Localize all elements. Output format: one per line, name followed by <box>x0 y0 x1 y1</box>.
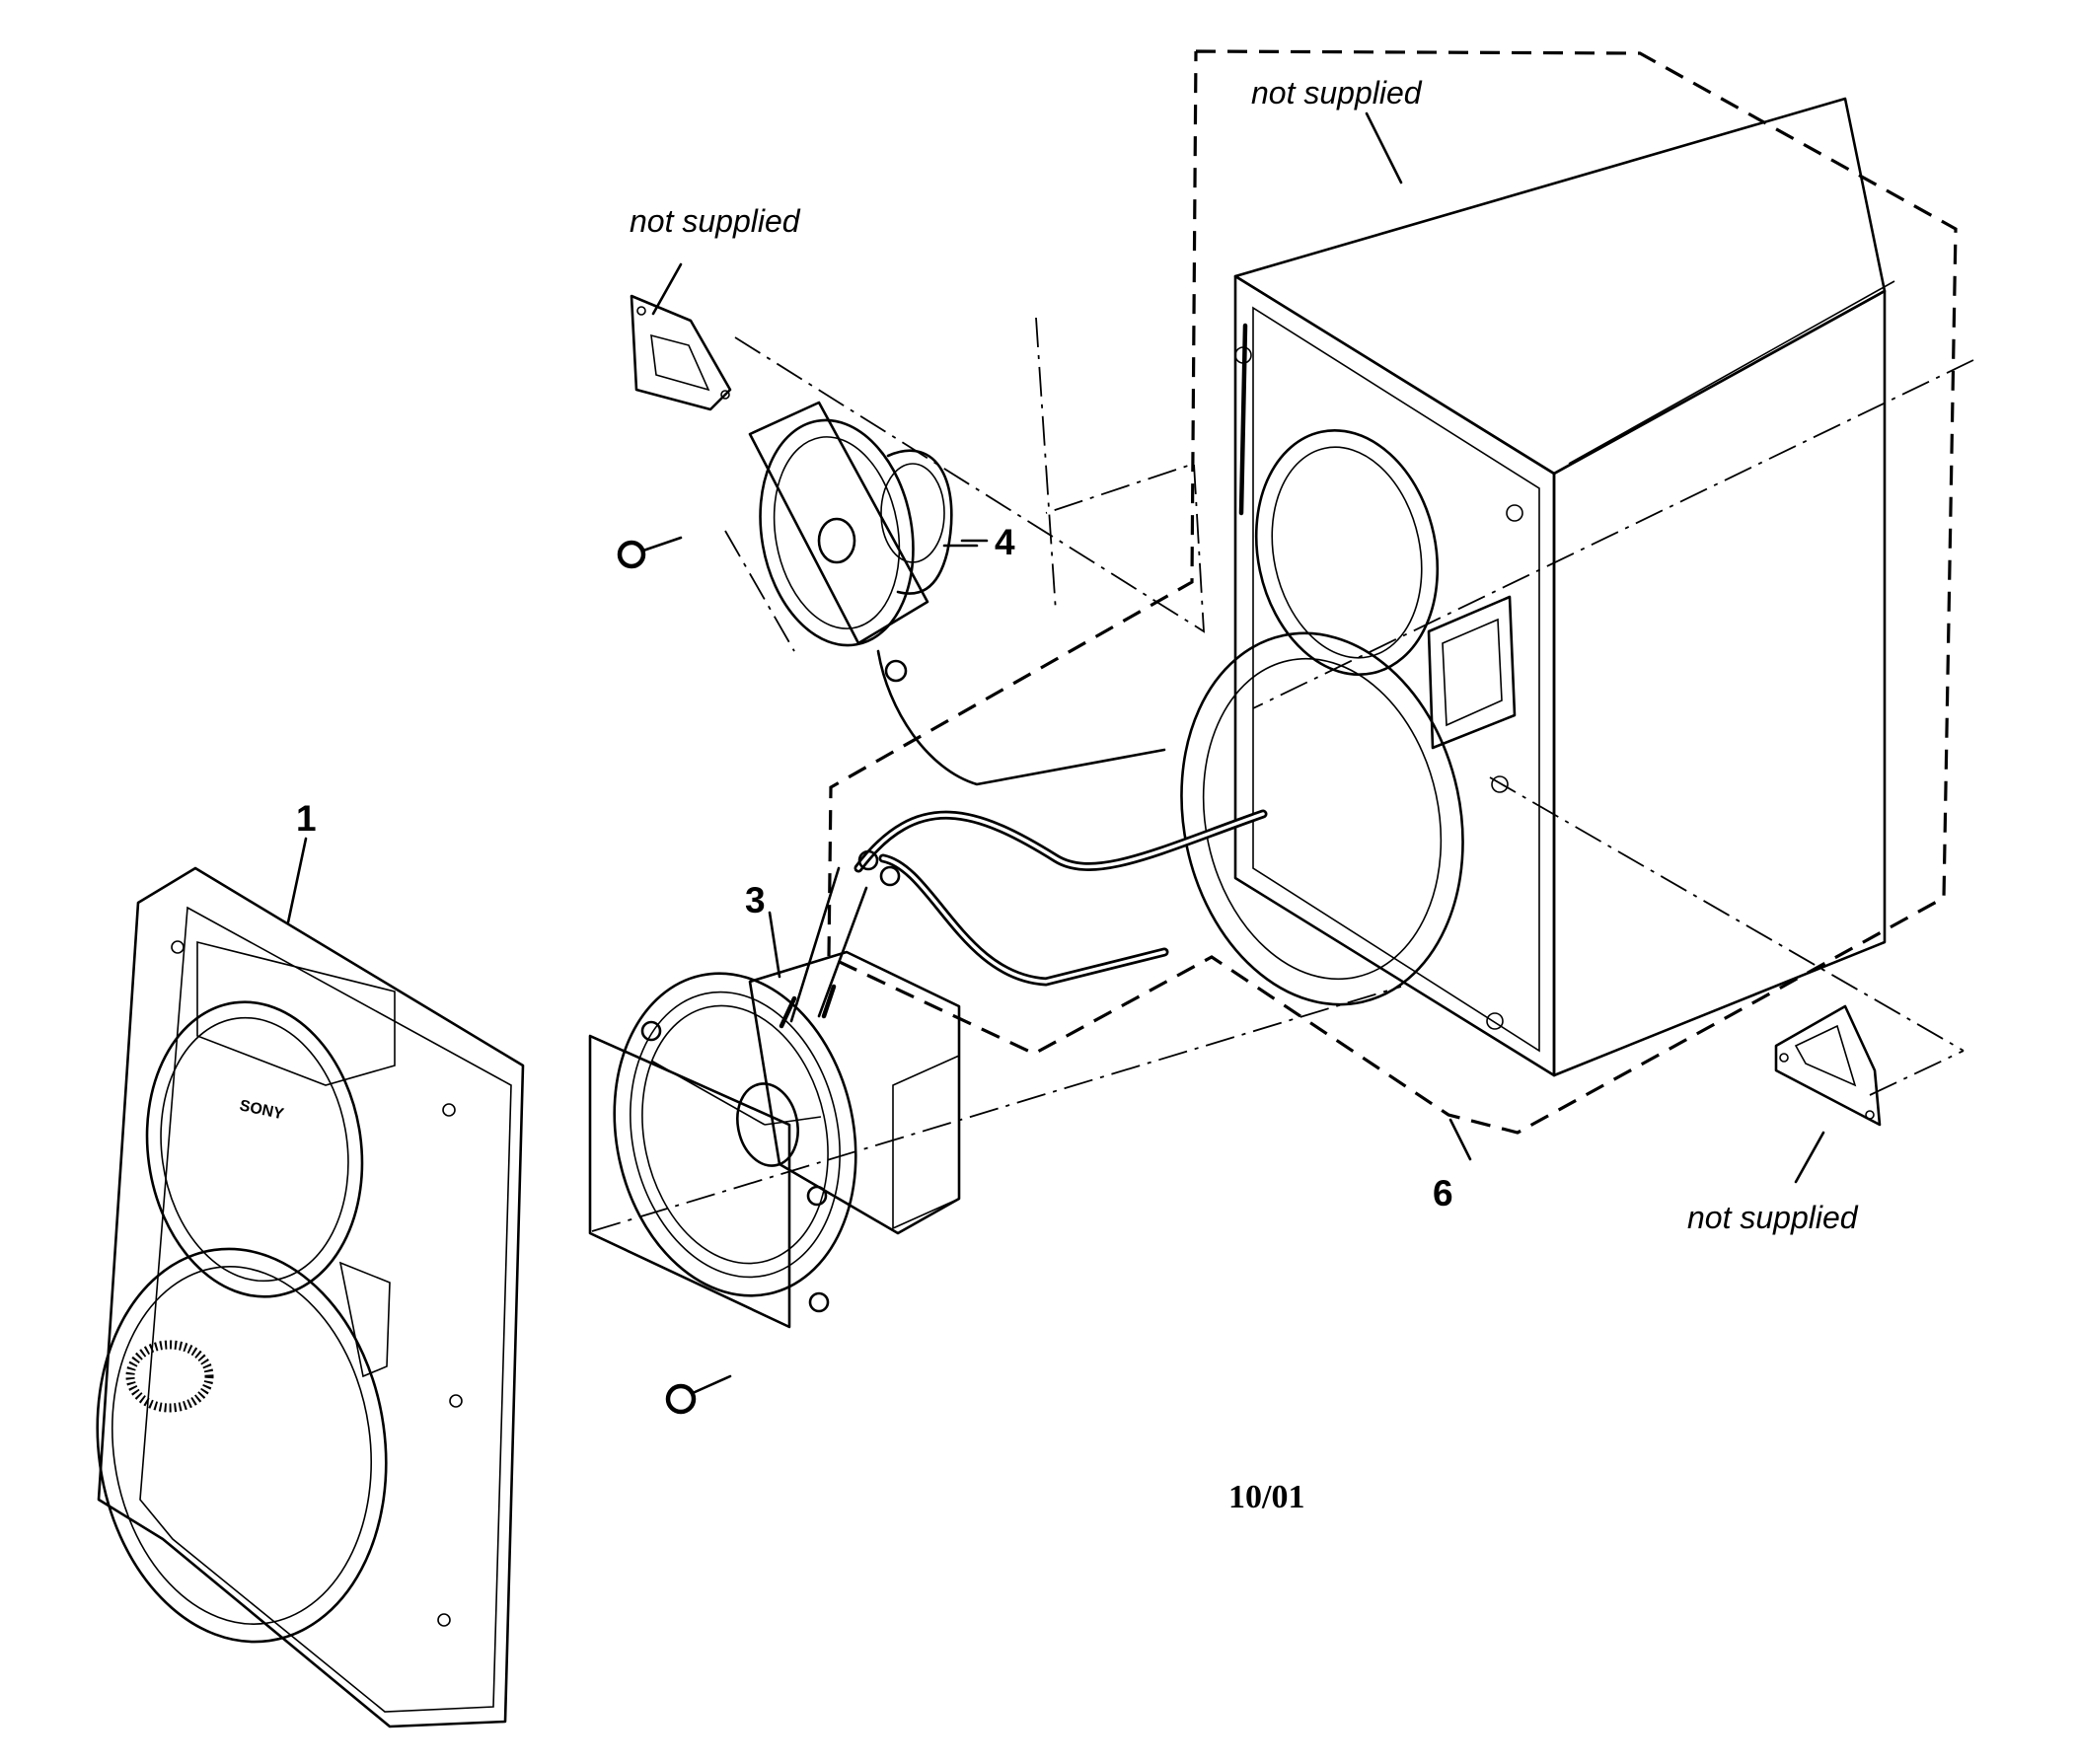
part-number-1: 1 <box>296 798 317 839</box>
speaker-lead-wires <box>789 809 1268 1023</box>
bracket-right <box>1774 1004 1882 1127</box>
woofer-screw <box>665 1374 732 1415</box>
not-supplied-label-left: not supplied <box>630 203 801 239</box>
part-number-4: 4 <box>995 522 1015 562</box>
part-number-6: 6 <box>1433 1173 1453 1213</box>
assembly-6-dashed-outline <box>827 49 1958 1135</box>
front-grille: SONY <box>96 866 525 1728</box>
tweeter-screw <box>617 536 683 569</box>
brand-logo: SONY <box>238 1097 285 1123</box>
woofer-speaker <box>588 950 961 1415</box>
leader-lines <box>286 111 1825 1184</box>
not-supplied-label-right: not supplied <box>1687 1200 1859 1235</box>
not-supplied-label-top: not supplied <box>1251 75 1423 110</box>
revision-date: 10/01 <box>1228 1479 1304 1515</box>
grille-mesh <box>125 1340 214 1413</box>
bracket-left <box>630 294 732 411</box>
speaker-cabinet <box>1180 97 1895 1077</box>
tweeter-speaker <box>617 401 1166 786</box>
part-number-3: 3 <box>745 880 766 920</box>
